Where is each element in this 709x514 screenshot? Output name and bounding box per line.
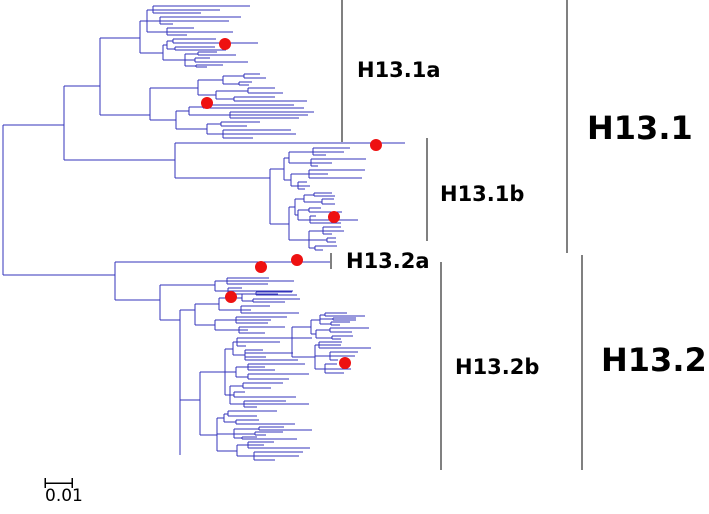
clade-label-h13-1: H13.1 [587, 109, 693, 147]
sequence-marker [339, 357, 351, 369]
clade-label-h13-2b: H13.2b [455, 355, 540, 379]
clade-label-h13-1a: H13.1a [357, 58, 441, 82]
sequence-marker [328, 211, 340, 223]
sequence-marker [219, 38, 231, 50]
clade-label-h13-2: H13.2 [601, 341, 707, 379]
sequence-marker [255, 261, 267, 273]
sequence-marker [291, 254, 303, 266]
clade-label-h13-2a: H13.2a [346, 249, 430, 273]
scale-bar-label: 0.01 [45, 486, 83, 506]
sequence-marker [370, 139, 382, 151]
sequence-marker [201, 97, 213, 109]
sequence-marker [225, 291, 237, 303]
clade-label-h13-1b: H13.1b [440, 182, 525, 206]
